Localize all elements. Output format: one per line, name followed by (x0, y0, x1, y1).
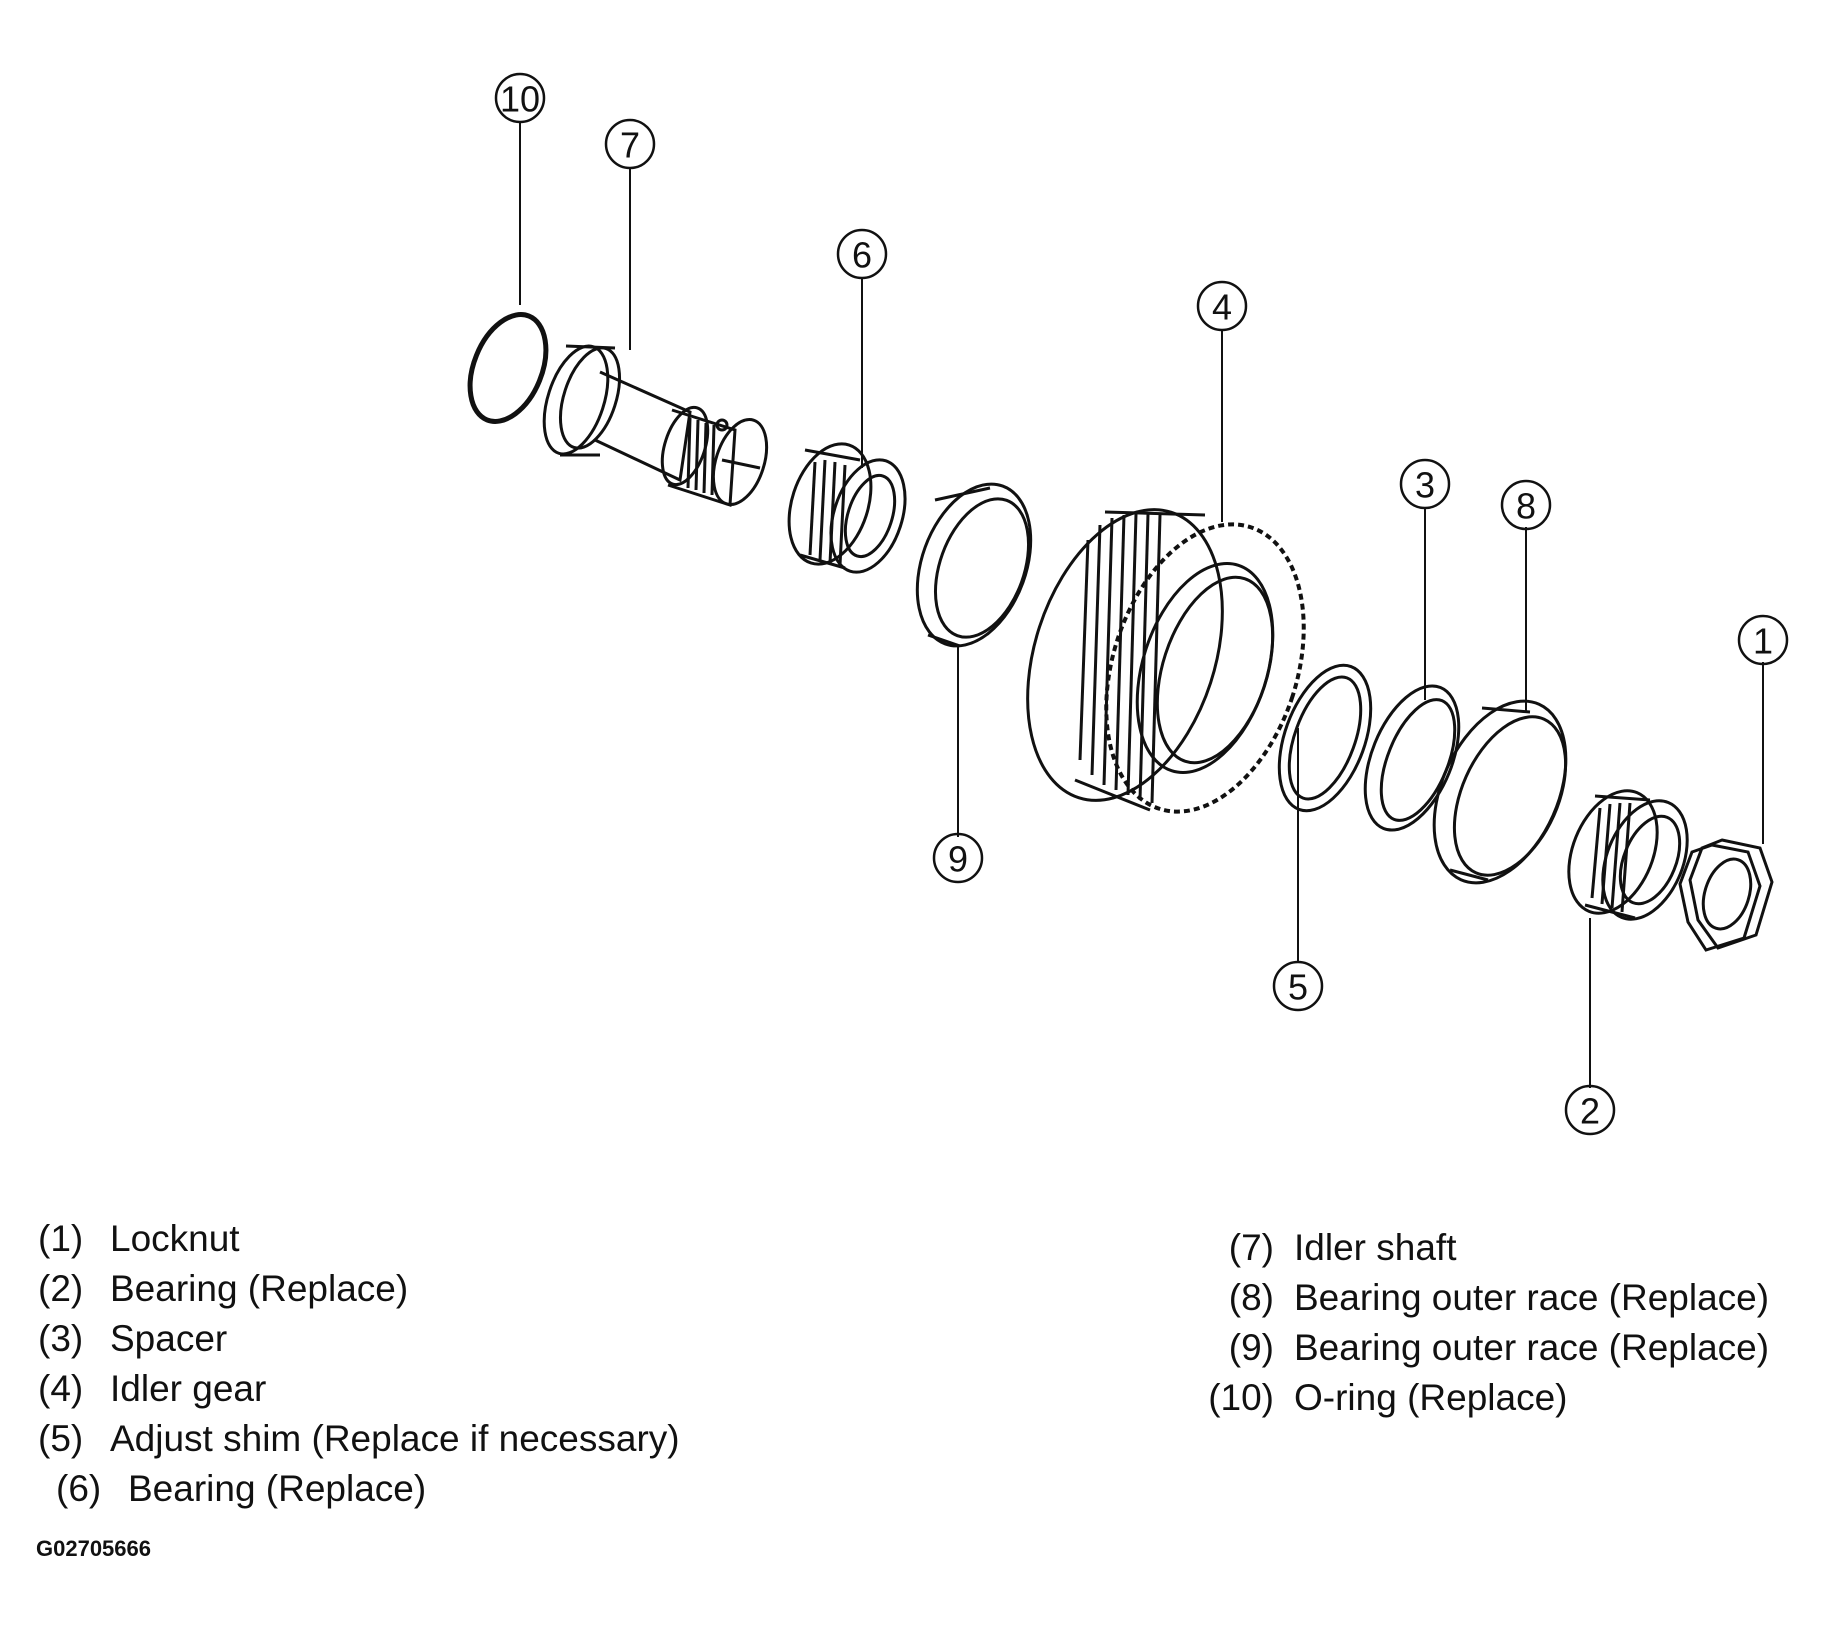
part-locknut (1678, 838, 1774, 952)
parts-legend-left: (1)Locknut (2)Bearing (Replace) (3)Space… (38, 1214, 680, 1514)
legend-item: (3)Spacer (38, 1318, 228, 1359)
part-o-ring (467, 312, 549, 424)
legend-item: (2)Bearing (Replace) (38, 1268, 409, 1309)
callout-8: 8 (1516, 486, 1536, 527)
legend-item: (9)Bearing outer race (Replace) (1228, 1327, 1770, 1368)
callout-5: 5 (1288, 967, 1308, 1008)
legend-item: (8)Bearing outer race (Replace) (1228, 1277, 1770, 1318)
leader-lines (519, 122, 1764, 1088)
figure-id: G02705666 (36, 1536, 151, 1561)
callout-9: 9 (948, 839, 968, 880)
part-spacer (1363, 684, 1461, 832)
callout-4: 4 (1212, 287, 1232, 328)
part-bearing-2 (1567, 789, 1689, 921)
part-outer-race-8 (1432, 699, 1568, 885)
legend-item: (7)Idler shaft (1228, 1227, 1457, 1268)
part-outer-race-9 (915, 482, 1033, 648)
callout-6: 6 (852, 235, 872, 276)
part-adjust-shim (1277, 663, 1373, 813)
parts-legend-right: (7)Idler shaft (8)Bearing outer race (Re… (1182, 1223, 1769, 1423)
callout-7: 7 (620, 125, 640, 166)
callout-3: 3 (1415, 465, 1435, 506)
callout-circles (494, 72, 1789, 1136)
callout-10: 10 (500, 79, 540, 120)
legend-item: (10)O-ring (Replace) (1208, 1377, 1568, 1418)
legend-item: (6)Bearing (Replace) (56, 1468, 427, 1509)
callout-2: 2 (1580, 1091, 1600, 1132)
part-idler-shaft (542, 344, 769, 508)
legend-item: (1)Locknut (38, 1218, 240, 1259)
part-bearing-6 (787, 442, 907, 574)
legend-item: (5)Adjust shim (Replace if necessary) (38, 1418, 680, 1459)
callout-1: 1 (1753, 621, 1773, 662)
legend-item: (4)Idler gear (38, 1368, 267, 1409)
part-idler-gear (1026, 508, 1306, 814)
